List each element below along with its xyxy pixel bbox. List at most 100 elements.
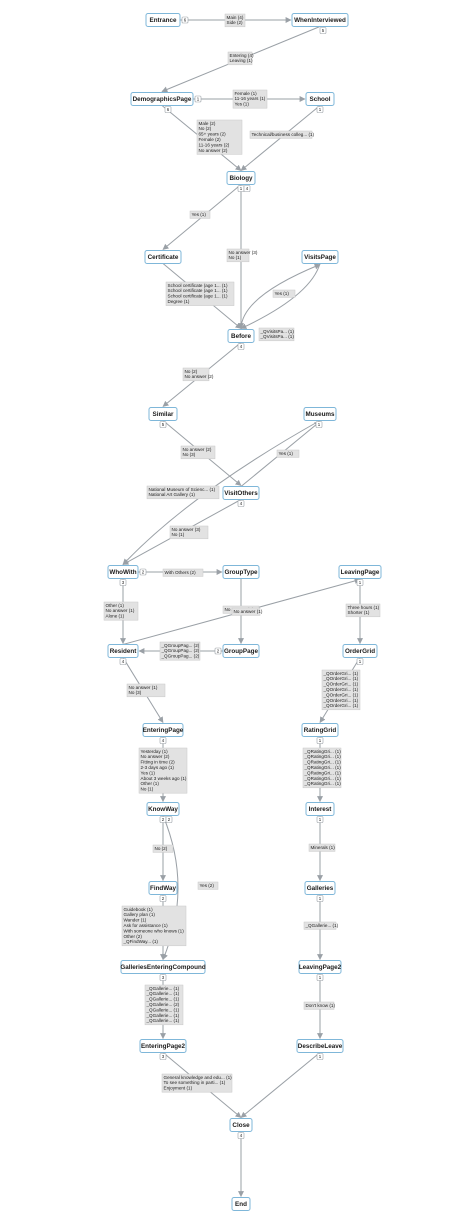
node-biology[interactable]: Biology	[226, 171, 256, 185]
edge-label-line: _QGroupPag... (2)	[161, 648, 200, 653]
node-knowway[interactable]: KnowWay	[146, 802, 180, 816]
port-count: 4	[237, 1132, 245, 1139]
edge-label-line: _QGallerie... (1)	[146, 986, 180, 991]
node-end[interactable]: End	[231, 1197, 251, 1211]
node-interest[interactable]: Interest	[305, 802, 335, 816]
edge-label: School certificate (age 1... (1)School c…	[165, 281, 235, 306]
node-demographicspage[interactable]: DemographicsPage	[130, 92, 194, 106]
node-box	[304, 881, 336, 895]
node-certificate[interactable]: Certificate	[144, 250, 182, 264]
edge-label: Female (1)11-16 years (1)Yes (1)	[232, 89, 268, 109]
node-visitspage[interactable]: VisitsPage	[301, 250, 339, 264]
node-label: Museums	[305, 411, 335, 418]
edge-label: Yes (2)	[197, 881, 219, 890]
port-text: 5	[322, 28, 325, 33]
port-box	[164, 106, 172, 113]
port-count: 2	[139, 568, 147, 576]
edge-label-line: School certificate (age 1... (1)	[168, 283, 228, 288]
node-box	[222, 644, 260, 658]
node-label: Entrance	[150, 17, 177, 24]
node-ordergrid[interactable]: OrderGrid	[342, 644, 378, 658]
edge-label-box	[272, 289, 296, 298]
node-box	[130, 92, 194, 106]
edge-label-line: Female (1)	[235, 91, 258, 96]
node-box	[231, 1197, 251, 1211]
port-box	[159, 895, 167, 902]
node-label: Similar	[153, 411, 175, 418]
node-close[interactable]: Close	[229, 1118, 253, 1132]
edge-label-line: Guidebook (1)	[124, 907, 154, 912]
node-resident[interactable]: Resident	[107, 644, 139, 658]
edge-label-line: 2-3 days ago (1)	[141, 765, 175, 770]
port-box	[159, 737, 167, 744]
node-galleries[interactable]: Galleries	[304, 881, 336, 895]
port-box	[214, 647, 222, 655]
node-label: Close	[232, 1122, 250, 1129]
node-label: RatingGrid	[304, 727, 337, 734]
node-grouptype[interactable]: GroupType	[222, 565, 260, 579]
port-box	[316, 895, 324, 902]
node-leavingpage2[interactable]: LeavingPage2	[298, 960, 342, 974]
edge-label-line: _QGallerie... (2)	[146, 1002, 180, 1007]
port-text: 4	[162, 738, 165, 743]
port-box	[139, 568, 147, 576]
edge-label-line: Minerals (1)	[311, 845, 336, 850]
port-count: 4	[237, 500, 245, 507]
edge-label: No (2)No answer (2)	[182, 367, 214, 382]
node-label: OrderGrid	[345, 648, 375, 655]
node-findway[interactable]: FindWay	[148, 881, 178, 895]
node-galleriesenteringcompound[interactable]: GalleriesEnteringCompound	[120, 960, 206, 974]
edge-label-box	[231, 607, 261, 616]
node-label: Interest	[309, 806, 333, 813]
edge-label: No (2)	[152, 844, 174, 853]
port-count: 6	[181, 16, 189, 24]
edge-label-line: No answer (2)	[199, 148, 228, 153]
node-label: DescribeLeave	[298, 1043, 343, 1050]
edge-label-box	[308, 843, 336, 852]
node-before[interactable]: Before	[227, 329, 255, 343]
node-entrance[interactable]: Entrance	[145, 13, 181, 27]
edge-label-box	[189, 210, 211, 219]
edge-label-line: _QOrderGri... (1)	[323, 703, 359, 708]
port-text: 3	[162, 1054, 165, 1059]
edge-label-line: National Art Gallery (1)	[149, 492, 196, 497]
node-box	[342, 644, 378, 658]
edge-label-line: _QOrderGri... (1)	[323, 676, 359, 681]
node-grouppage[interactable]: GroupPage	[222, 644, 260, 658]
node-wheninterviewed[interactable]: WhenInterviewed	[291, 13, 349, 27]
edge-label-line: _QOrderGri... (1)	[323, 671, 359, 676]
edge-label-box	[103, 601, 139, 621]
node-ratinggrid[interactable]: RatingGrid	[301, 723, 339, 737]
port-text: 4	[240, 501, 243, 506]
edge-visitspage-to-before	[240, 263, 321, 329]
node-describeleave[interactable]: DescribeLeave	[296, 1039, 344, 1053]
edge-label-box	[165, 281, 235, 306]
edge-label: _QRatingGri... (1)_QRatingGri... (1)_QRa…	[302, 747, 342, 789]
edge-label-line: Wander (1)	[124, 918, 147, 923]
node-visitothers[interactable]: VisitOthers	[222, 486, 260, 500]
edge-label-line: _QOrderGri... (1)	[323, 687, 359, 692]
edge-label-line: To see something in parti... (1)	[164, 1080, 226, 1085]
node-label: DemographicsPage	[133, 96, 192, 103]
edge-label-line: No (2)	[185, 369, 198, 374]
node-similar[interactable]: Similar	[148, 407, 178, 421]
node-museums[interactable]: Museums	[303, 407, 337, 421]
port-count: 1	[356, 579, 364, 586]
port-box	[356, 658, 364, 665]
node-box	[305, 802, 335, 816]
port-box	[237, 343, 245, 350]
node-label: KnowWay	[148, 806, 178, 813]
node-leavingpage[interactable]: LeavingPage	[338, 565, 382, 579]
edge-label-line: 11-16 years (2)	[199, 142, 230, 147]
node-school[interactable]: School	[305, 92, 335, 106]
port-text: 1	[319, 1054, 322, 1059]
node-enteringpage2[interactable]: EnteringPage2	[139, 1039, 187, 1053]
edge-label: National Museum of Scienc... (1)National…	[146, 485, 220, 500]
edge-label-line: Yes (1)	[275, 291, 290, 296]
node-whowith[interactable]: WhoWith	[107, 565, 139, 579]
edge-label-line: _QRatingGri... (1)	[304, 749, 342, 754]
node-enteringpage[interactable]: EnteringPage	[142, 723, 184, 737]
edge-label-line: Other (1)	[106, 603, 125, 608]
edge-label: With Others (2)	[162, 568, 204, 577]
edge-label-line: _QFindWay... (1)	[123, 939, 159, 944]
